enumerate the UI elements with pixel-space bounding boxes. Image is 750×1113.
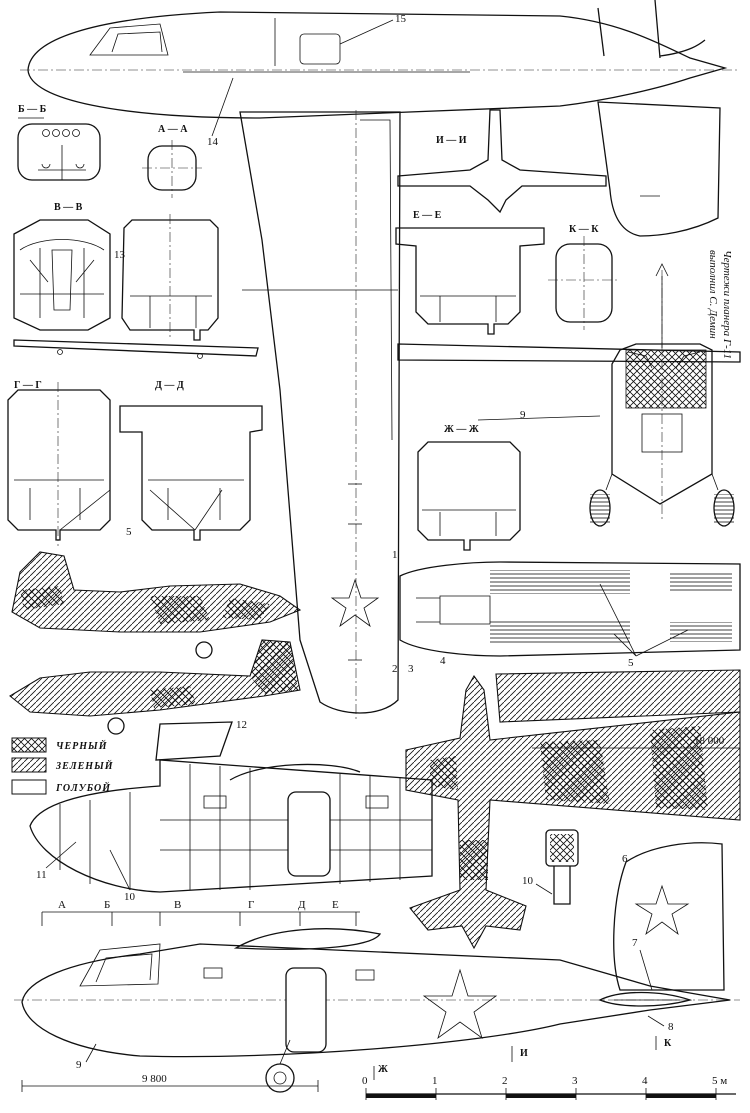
callout-14: 14 bbox=[207, 136, 219, 148]
fuselage-interior-plan: 1 2 3 4 5 bbox=[392, 549, 741, 675]
svg-text:А: А bbox=[58, 899, 66, 911]
wing-planform bbox=[239, 110, 401, 720]
callout-11: 11 bbox=[36, 869, 47, 881]
control-column-detail: 10 bbox=[522, 829, 579, 905]
section-v: В — В 13 bbox=[13, 202, 219, 341]
section-e: Е — Е bbox=[395, 210, 545, 335]
section-i: И — И bbox=[397, 109, 607, 214]
section-d: Д — Д 5 bbox=[59, 380, 263, 541]
svg-text:Б: Б bbox=[104, 899, 110, 911]
callout-6: 6 bbox=[622, 853, 628, 865]
callout-5a: 5 bbox=[126, 526, 132, 538]
callout-3: 3 bbox=[408, 663, 414, 675]
callout-10a: 10 bbox=[124, 891, 136, 903]
callout-4: 4 bbox=[440, 655, 446, 667]
fuselage-structure-view: 12 11 10 bbox=[29, 719, 433, 903]
scale-tick-3: 3 bbox=[572, 1075, 578, 1087]
camo-side-view-2 bbox=[9, 639, 301, 735]
camo-side-view-1 bbox=[11, 551, 302, 659]
cut-mark-k: К bbox=[664, 1038, 672, 1049]
callout-8: 8 bbox=[668, 1021, 674, 1033]
tail-fin-lower: 6 bbox=[613, 842, 725, 991]
legend-blue: ГОЛУБОЙ bbox=[55, 782, 111, 794]
bottom-side-view: 7 8 9 bbox=[14, 928, 740, 1093]
drawing-title: Чертежи планера Г-11 bbox=[721, 250, 733, 359]
scale-tick-0: 0 bbox=[362, 1075, 368, 1087]
label-section-d: Д — Д bbox=[155, 380, 184, 391]
drawing-author: выполнил С. Демин bbox=[707, 250, 719, 339]
callout-15: 15 bbox=[395, 13, 407, 25]
section-b: Б — Б bbox=[17, 104, 101, 181]
scale-tick-4: 4 bbox=[642, 1075, 648, 1087]
callout-7: 7 bbox=[632, 937, 638, 949]
label-section-b: Б — Б bbox=[18, 104, 47, 115]
tail-fin-top bbox=[597, 101, 721, 237]
callout-9b: 9 bbox=[76, 1059, 82, 1071]
legend-black: ЧЕРНЫЙ bbox=[56, 740, 108, 752]
station-markers: А Б В Г Д Е bbox=[41, 899, 360, 926]
color-legend: ЧЕРНЫЙ ЗЕЛЕНЫЙ ГОЛУБОЙ bbox=[11, 737, 114, 795]
callout-2: 2 bbox=[392, 663, 398, 675]
length-dimension-line bbox=[21, 1080, 319, 1092]
scale-bar: 0 1 2 3 4 5 м bbox=[362, 1075, 736, 1100]
svg-text:Г: Г bbox=[248, 899, 254, 911]
label-section-a: А — А bbox=[158, 124, 188, 135]
label-section-k: К — К bbox=[569, 224, 599, 235]
scale-tick-1: 1 bbox=[432, 1075, 438, 1087]
callout-12: 12 bbox=[236, 719, 247, 731]
front-view: 9 bbox=[397, 263, 741, 527]
top-side-view: 15 14 bbox=[20, 0, 740, 148]
callout-9a: 9 bbox=[520, 409, 526, 421]
section-a: А — А bbox=[142, 124, 202, 198]
scale-tick-5: 5 м bbox=[712, 1075, 727, 1087]
camo-top-view: 18 000 bbox=[405, 669, 741, 950]
svg-text:Д: Д bbox=[298, 899, 306, 911]
callout-5b: 5 bbox=[628, 657, 634, 669]
callout-1: 1 bbox=[392, 549, 398, 561]
dimension-length: 9 800 bbox=[142, 1073, 167, 1085]
callout-10b: 10 bbox=[522, 875, 534, 887]
scale-tick-2: 2 bbox=[502, 1075, 508, 1087]
section-g: Г — Г bbox=[7, 380, 111, 546]
label-section-e: Е — Е bbox=[413, 210, 442, 221]
strut-profile bbox=[13, 339, 259, 357]
section-k: К — К bbox=[548, 224, 620, 330]
label-section-i: И — И bbox=[436, 135, 467, 146]
svg-text:Е: Е bbox=[332, 899, 339, 911]
dimension-wingspan: 18 000 bbox=[694, 735, 725, 747]
label-section-zh: Ж — Ж bbox=[444, 424, 479, 435]
callout-13: 13 bbox=[114, 249, 126, 261]
cut-mark-zh: Ж bbox=[378, 1064, 388, 1075]
svg-text:В: В bbox=[174, 899, 181, 911]
label-section-g: Г — Г bbox=[14, 380, 42, 391]
cut-mark-i: И bbox=[520, 1048, 528, 1059]
section-zh: Ж — Ж bbox=[417, 424, 521, 551]
label-section-v: В — В bbox=[54, 202, 83, 213]
legend-green: ЗЕЛЕНЫЙ bbox=[55, 760, 114, 772]
